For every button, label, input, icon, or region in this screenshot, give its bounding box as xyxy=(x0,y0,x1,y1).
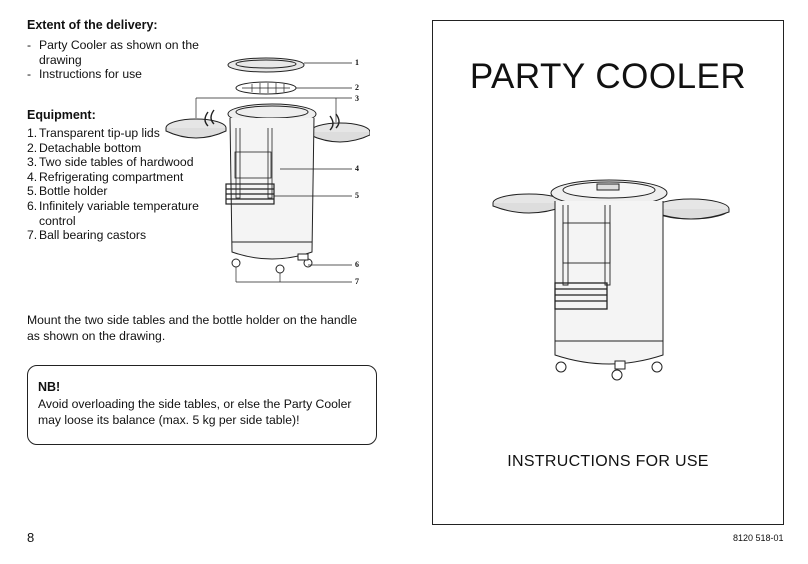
item-text: Detachable bottom xyxy=(39,140,142,155)
callout-label: 6 xyxy=(355,260,359,269)
equipment-heading: Equipment: xyxy=(27,108,96,122)
nb-notice-box xyxy=(27,365,377,445)
item-number: 3. xyxy=(27,155,38,170)
item-text: Infinitely variable temperature control xyxy=(39,198,199,228)
list-item: 5.Bottle holder xyxy=(27,184,204,199)
list-item: Instructions for use xyxy=(27,67,237,82)
item-number: 7. xyxy=(27,228,38,243)
page-number: 8 xyxy=(27,530,35,545)
item-text: Two side tables of hardwood xyxy=(39,155,194,170)
item-text: Transparent tip-up lids xyxy=(39,126,160,140)
callout-label: 4 xyxy=(355,164,359,173)
callout-label: 1 xyxy=(355,58,359,67)
item-number: 1. xyxy=(27,126,38,140)
item-text: Ball bearing castors xyxy=(39,228,147,243)
list-item: 3.Two side tables of hardwood xyxy=(27,155,204,170)
item-number: 6. xyxy=(27,198,38,213)
callout-label: 3 xyxy=(355,94,359,103)
party-cooler-drawing xyxy=(492,179,730,381)
item-number: 5. xyxy=(27,184,38,199)
delivery-heading: Extent of the delivery: xyxy=(27,18,158,32)
list-item: 2.Detachable bottom xyxy=(27,140,204,156)
nb-title: NB! xyxy=(38,380,61,394)
document-code: 8120 518-01 xyxy=(733,533,784,543)
equipment-list: 1.Transparent tip-up lids 2.Detachable b… xyxy=(27,126,204,243)
cover-page: PARTY COOLER xyxy=(432,20,784,525)
item-text: Refrigerating compartment xyxy=(39,169,184,184)
callout-label: 7 xyxy=(355,277,359,286)
list-item: 1.Transparent tip-up lids xyxy=(27,126,204,141)
item-number: 4. xyxy=(27,169,38,184)
list-item: Party Cooler as shown on the drawing xyxy=(27,38,237,67)
cover-subtitle: INSTRUCTIONS FOR USE xyxy=(507,453,709,470)
delivery-list: Party Cooler as shown on the drawing Ins… xyxy=(27,38,237,82)
list-item: 4.Refrigerating compartment xyxy=(27,169,204,185)
mount-instructions: Mount the two side tables and the bottle… xyxy=(27,313,357,343)
list-item: 6.Infinitely variable temperature contro… xyxy=(27,198,204,228)
party-cooler-exploded-drawing xyxy=(165,57,370,283)
item-text: Bottle holder xyxy=(39,184,108,199)
callout-label: 5 xyxy=(355,191,359,200)
cover-title: PARTY COOLER xyxy=(469,57,747,96)
callout-label: 2 xyxy=(355,83,359,92)
list-item: 7.Ball bearing castors xyxy=(27,228,204,243)
nb-text: Avoid overloading the side tables, or el… xyxy=(38,397,352,427)
item-number: 2. xyxy=(27,140,38,155)
